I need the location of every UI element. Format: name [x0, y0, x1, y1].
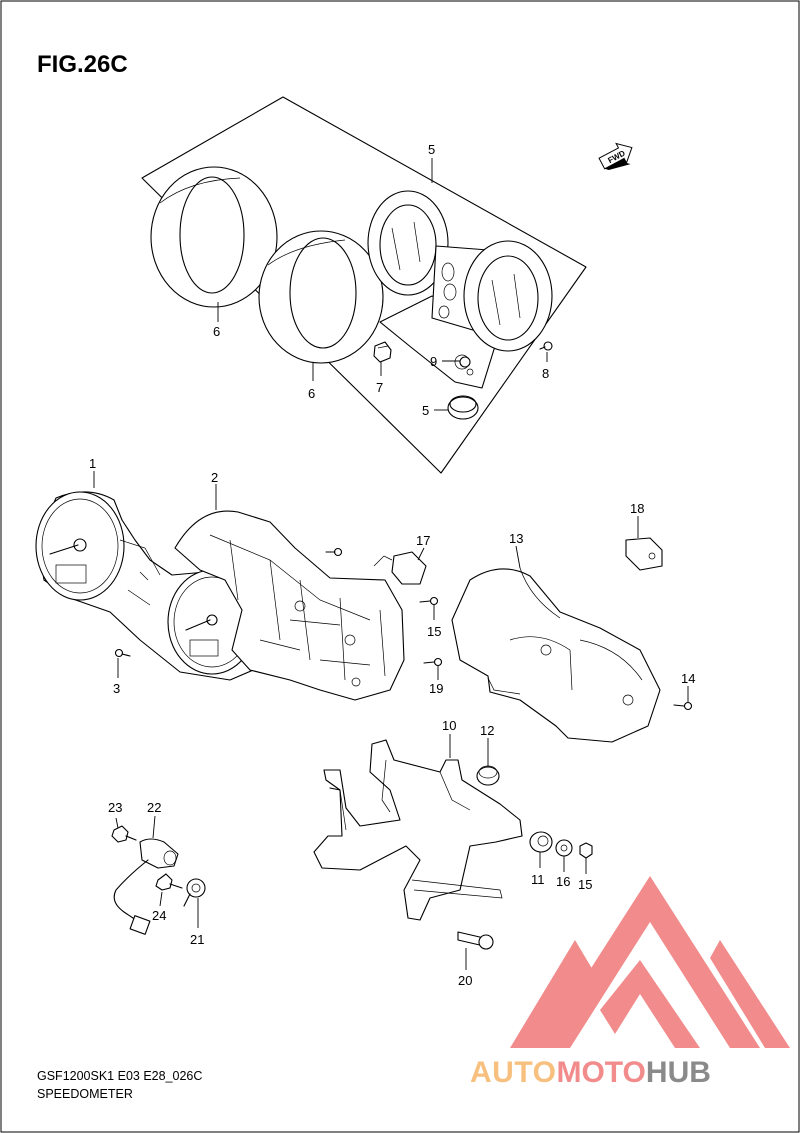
figure-code: GSF1200SK1 E03 E28_026C [37, 1069, 202, 1083]
bolt-part-22 [183, 878, 206, 907]
clip-part-7 [373, 341, 392, 363]
callout-6a: 6 [213, 324, 220, 339]
callout-5: 5 [422, 403, 429, 418]
grommet-part-11 [529, 831, 553, 853]
callout-21: 20 [458, 973, 472, 988]
meter-assembly-part-1 [35, 491, 263, 681]
meter-case [367, 190, 553, 389]
clip-part-19 [625, 537, 663, 571]
grommet-part-9 [459, 356, 471, 368]
screw-part-8 [539, 341, 553, 351]
screw-part-3 [114, 648, 131, 658]
callout-8: 8 [542, 366, 549, 381]
screw-part-15 [419, 596, 439, 606]
callout-10: 10 [442, 718, 456, 733]
screw-part-14 [673, 701, 693, 711]
callout-2: 2 [211, 470, 218, 485]
callout-6b: 6 [308, 386, 315, 401]
cap-part-5 [447, 395, 479, 420]
callout-1: 1 [89, 456, 96, 471]
fwd-arrow-icon: FWD [598, 142, 633, 171]
callout-12: 12 [480, 723, 494, 738]
screw-top [325, 547, 343, 557]
callout-25: 24 [152, 908, 166, 923]
triangle-logo-icon [510, 876, 790, 1048]
bolt-part-24 [111, 825, 137, 843]
meter-cover-part-13 [451, 567, 661, 743]
callout-20: 19 [429, 681, 443, 696]
callout-24: 23 [108, 800, 122, 815]
callout-22: 21 [190, 932, 204, 947]
bolt-part-21 [457, 931, 494, 950]
callout-18: 17 [416, 533, 430, 548]
callout-4: 5 [428, 142, 435, 157]
lower-case-part-2 [174, 510, 405, 701]
grommet-part-12 [476, 765, 500, 786]
bolt-part-25 [155, 873, 183, 891]
bezel-ring-right [258, 230, 384, 364]
watermark-moto: MOTO [556, 1056, 645, 1089]
meter-case-group: FWD [141, 96, 633, 474]
callout-19: 18 [630, 501, 644, 516]
callout-15: 15 [427, 624, 441, 639]
screw-part-20 [423, 657, 443, 667]
group-outline [141, 96, 587, 474]
callout-9: 9 [430, 354, 437, 369]
callout-7: 7 [376, 380, 383, 395]
figure-name: SPEEDOMETER [37, 1087, 133, 1101]
callout-11: 11 [531, 872, 545, 887]
callout-17: 16 [556, 874, 570, 889]
figure-title: FIG.26C [37, 51, 128, 78]
pad-part-18 [373, 551, 427, 585]
callout-16: 15 [578, 877, 592, 892]
automotohub-watermark: AUTOMOTOHUB [470, 876, 790, 1089]
sensor-part-23 [113, 838, 179, 935]
nut-part-16 [579, 842, 593, 859]
callouts: 5 6 6 7 8 9 5 1 2 3 17 15 19 13 18 14 10 [89, 142, 695, 988]
callout-23: 22 [147, 800, 161, 815]
watermark-auto: AUTO [470, 1056, 556, 1089]
watermark-hub: HUB [646, 1056, 711, 1089]
callout-14: 14 [681, 671, 695, 686]
washer-part-17 [555, 839, 573, 857]
watermark-text: AUTOMOTOHUB [470, 1056, 711, 1089]
callout-13: 13 [509, 531, 523, 546]
bezel-ring-left [150, 166, 278, 308]
callout-3: 3 [113, 681, 120, 696]
bracket-part-10 [313, 739, 523, 921]
